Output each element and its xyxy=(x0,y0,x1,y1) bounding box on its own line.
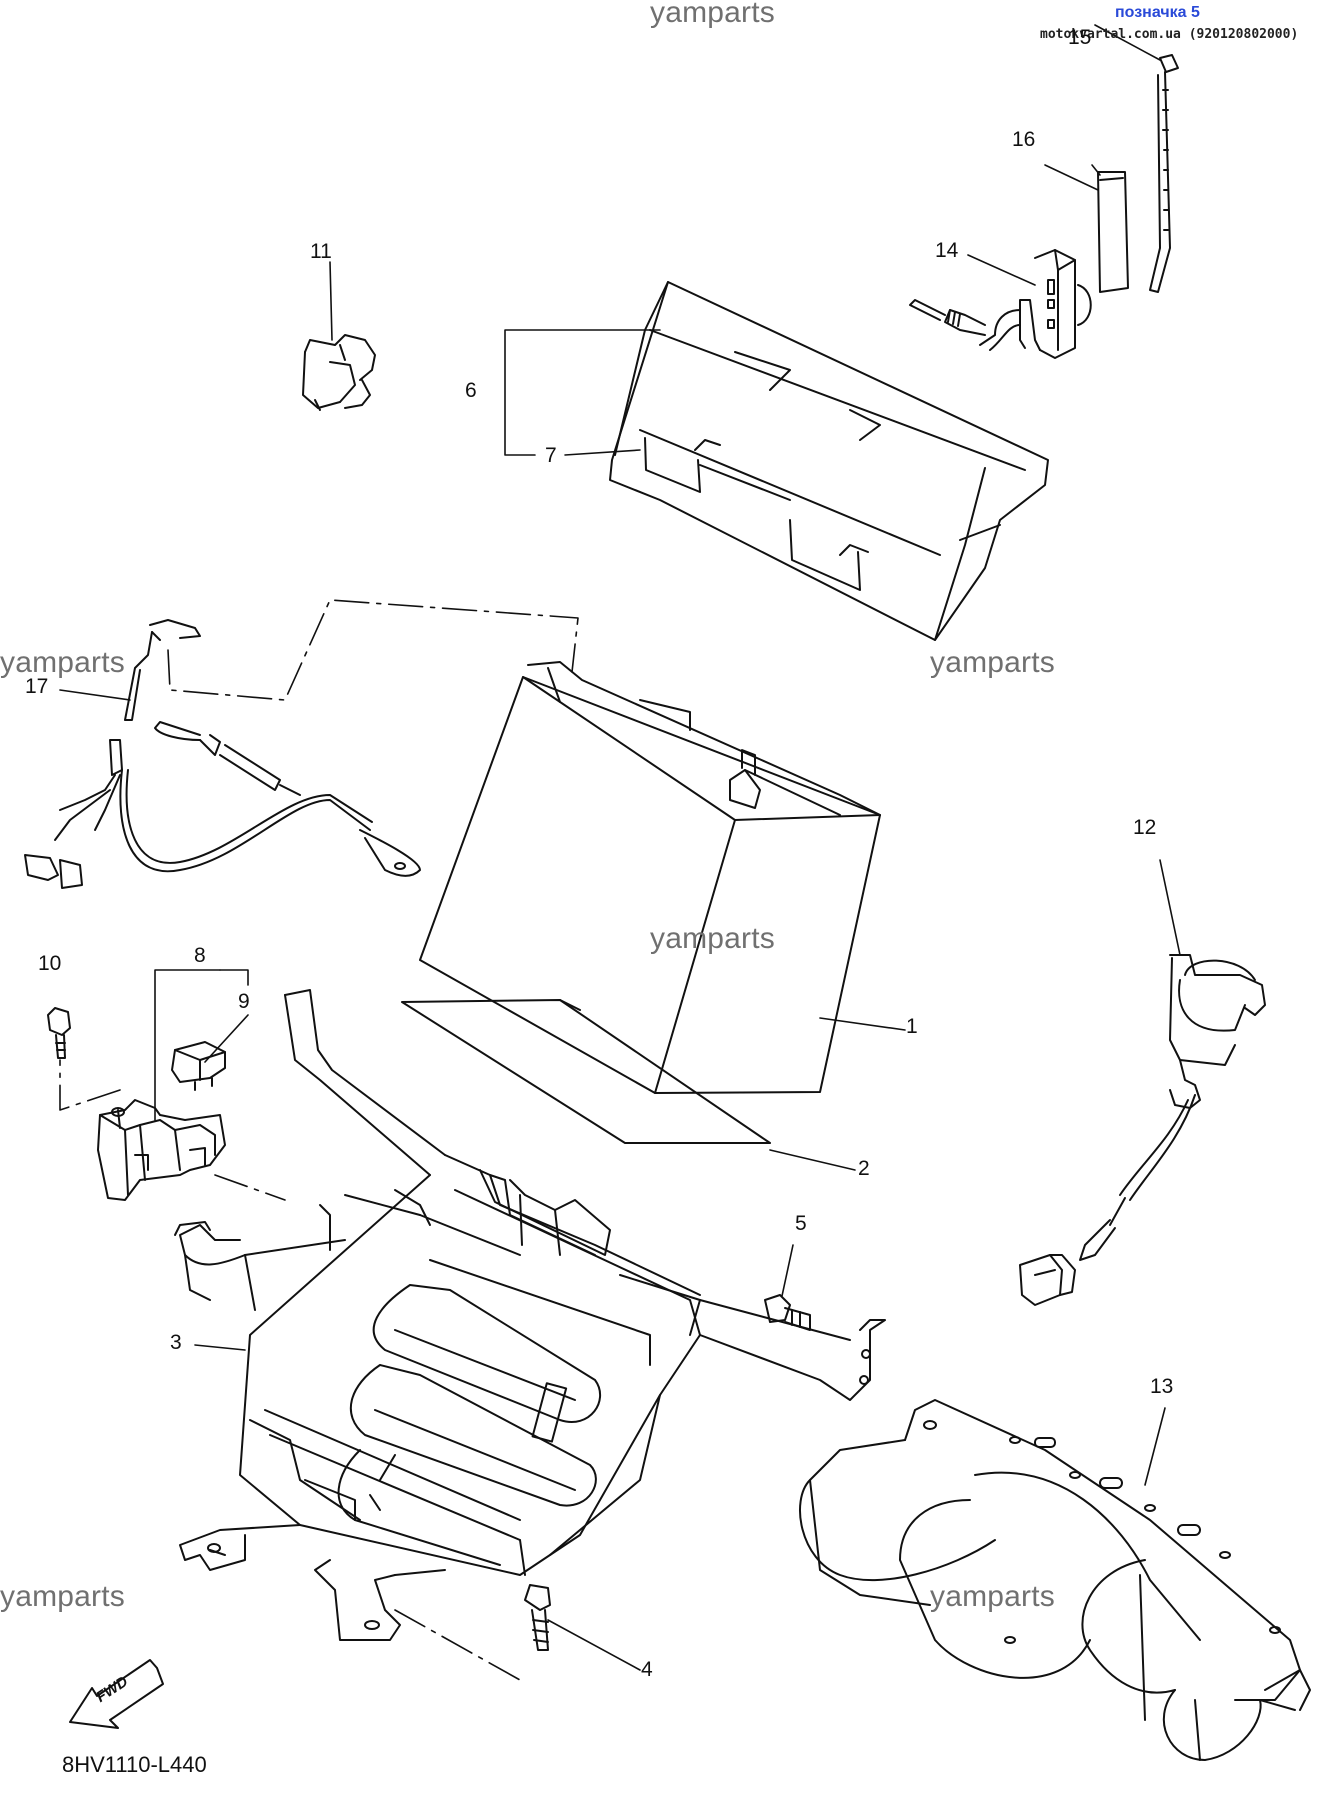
callout-11: 11 xyxy=(310,240,332,263)
callout-5: 5 xyxy=(795,1212,807,1235)
watermark: yamparts xyxy=(0,1580,125,1613)
battery-mat-part xyxy=(401,999,771,1144)
callout-14: 14 xyxy=(935,239,959,262)
watermark: yamparts xyxy=(0,646,125,679)
callout-3: 3 xyxy=(170,1331,182,1354)
callout-1: 1 xyxy=(906,1015,918,1038)
sensor-part-14 xyxy=(909,249,1092,359)
callout-12: 12 xyxy=(1133,816,1157,839)
callout-17: 17 xyxy=(25,675,49,698)
callout-15: 15 xyxy=(1068,26,1092,49)
callout-13: 13 xyxy=(1150,1375,1174,1398)
socket-part-12 xyxy=(1019,954,1266,1306)
watermark: yamparts xyxy=(930,646,1055,679)
callout-7: 7 xyxy=(545,444,557,467)
source-site-label: motokvartal.com.ua (920120802000) xyxy=(1040,27,1299,42)
callout-9: 9 xyxy=(238,990,250,1013)
bolt-part-4 xyxy=(524,1584,551,1651)
callout-2: 2 xyxy=(858,1157,870,1180)
clip-part-11 xyxy=(302,334,376,411)
wire-harness-part-17 xyxy=(24,619,421,889)
watermark: yamparts xyxy=(930,1580,1055,1613)
watermark: yamparts xyxy=(650,922,775,955)
callout-4: 4 xyxy=(641,1658,653,1681)
callout-6: 6 xyxy=(465,379,477,402)
battery-box-part xyxy=(174,989,886,1641)
pad-part-16 xyxy=(1097,171,1129,293)
battery-cover-part xyxy=(609,281,1049,641)
heat-shield-part-13 xyxy=(799,1399,1311,1761)
battery-part xyxy=(419,661,881,1094)
callout-8: 8 xyxy=(194,944,206,967)
diagram-code: 8HV1110-L440 xyxy=(62,1752,207,1777)
bolt-part-5 xyxy=(764,1294,811,1331)
leader-lines xyxy=(59,24,1181,1671)
bolt-part-10 xyxy=(47,1007,71,1059)
fuse-part-9 xyxy=(171,1041,226,1091)
watermark: yamparts xyxy=(650,0,775,29)
callout-16: 16 xyxy=(1012,128,1036,151)
badge-label: позначка 5 xyxy=(1115,4,1200,21)
assembly-guides xyxy=(59,599,579,1681)
fwd-arrow-icon xyxy=(69,1659,164,1729)
cable-tie-part-15 xyxy=(1149,54,1179,293)
relay-part-8 xyxy=(97,1099,226,1201)
callout-10: 10 xyxy=(38,952,62,975)
